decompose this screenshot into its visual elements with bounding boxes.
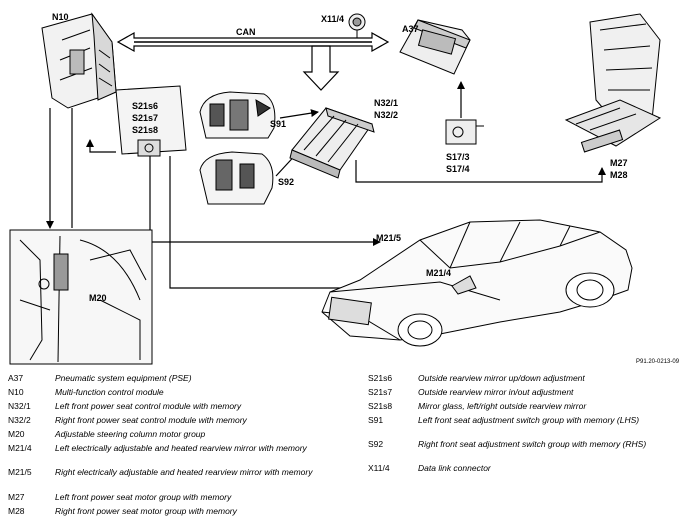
label-n32-1: N32/1 [374, 98, 399, 108]
label-s21s6: S21s6 [132, 101, 159, 111]
label-s17-3: S17/3 [446, 152, 470, 162]
mirror-switch-panel [115, 85, 187, 157]
a37-pse-unit [399, 19, 471, 75]
label-s92: S92 [278, 177, 295, 187]
label-a37: A37 [402, 24, 419, 34]
label-s17-4: S17/4 [446, 164, 470, 174]
label-s21s8: S21s8 [132, 125, 159, 135]
label-m20: M20 [89, 293, 107, 303]
m20-steering-inset [9, 229, 153, 365]
can-bus-arrow [116, 31, 390, 91]
switch-to-n10-arrow [86, 139, 116, 153]
label-s21s7: S21s7 [132, 113, 159, 123]
label-n32-2: N32/2 [374, 110, 399, 120]
n10-module [41, 12, 117, 109]
label-x11-4: X11/4 [321, 14, 345, 24]
s17-latch [445, 119, 484, 145]
label-n10: N10 [52, 12, 69, 22]
label-s91: S91 [270, 119, 287, 129]
label-m21-4: M21/4 [426, 268, 452, 278]
s91-switch-group [199, 91, 276, 139]
x11-4-connector [348, 13, 366, 38]
power-seat [564, 13, 662, 153]
car-illustration [321, 219, 633, 347]
s92-switch-group [199, 151, 274, 205]
figure-id: P91.20-0213-09 [636, 359, 680, 365]
label-m27: M27 [610, 158, 628, 168]
n32-control-module [289, 107, 375, 179]
label-can: CAN [236, 27, 256, 37]
label-m28: M28 [610, 170, 628, 180]
n32-to-seat-line [355, 160, 606, 183]
s91-arrow [279, 109, 319, 119]
label-m21-5: M21/5 [376, 233, 402, 243]
